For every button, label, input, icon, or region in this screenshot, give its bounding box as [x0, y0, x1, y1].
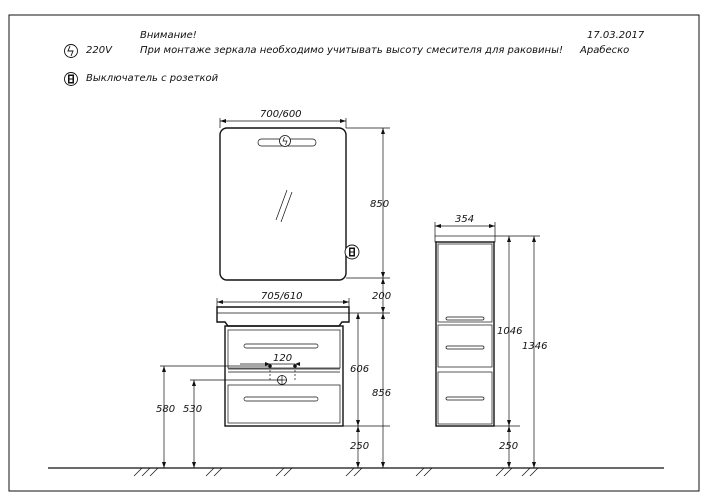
dim-cabinet-width: 705/610	[261, 291, 303, 302]
dim-floor-gap-right: 250	[499, 441, 518, 452]
lightning-power-icon	[64, 44, 78, 58]
dim-mirror-height: 850	[370, 199, 389, 210]
installation-note: При монтаже зеркала необходимо учитывать…	[140, 45, 564, 56]
dim-outlet-height-1: 580	[156, 404, 175, 415]
dim-cabinet-height: 606	[350, 364, 369, 375]
attention-label: Внимание!	[140, 30, 197, 41]
voltage-label: 220V	[86, 45, 112, 56]
dim-floor-gap-left: 250	[350, 441, 369, 452]
floor-hatching	[133, 467, 539, 477]
vanity-cabinet	[216, 306, 350, 427]
dim-total-height: 856	[372, 388, 391, 399]
dim-column-total: 1346	[522, 341, 547, 352]
dim-column-body: 1046	[497, 326, 522, 337]
dim-outlet-spacing: 120	[273, 353, 292, 364]
mirror	[219, 127, 360, 281]
dim-outlet-height-2: 530	[183, 404, 202, 415]
dim-mirror-width: 700/600	[260, 109, 302, 120]
tall-column-cabinet	[434, 235, 496, 427]
model-label: Арабеско	[580, 45, 630, 56]
dim-gap: 200	[372, 291, 391, 302]
drawing-border	[8, 14, 700, 492]
date-label: 17.03.2017	[587, 30, 645, 41]
switch-socket-icon	[64, 72, 78, 86]
switch-socket-label: Выключатель с розеткой	[86, 73, 219, 84]
mirror-switch-icon	[344, 244, 360, 260]
mirror-light-icon	[279, 135, 291, 147]
dim-column-width: 354	[455, 214, 474, 225]
